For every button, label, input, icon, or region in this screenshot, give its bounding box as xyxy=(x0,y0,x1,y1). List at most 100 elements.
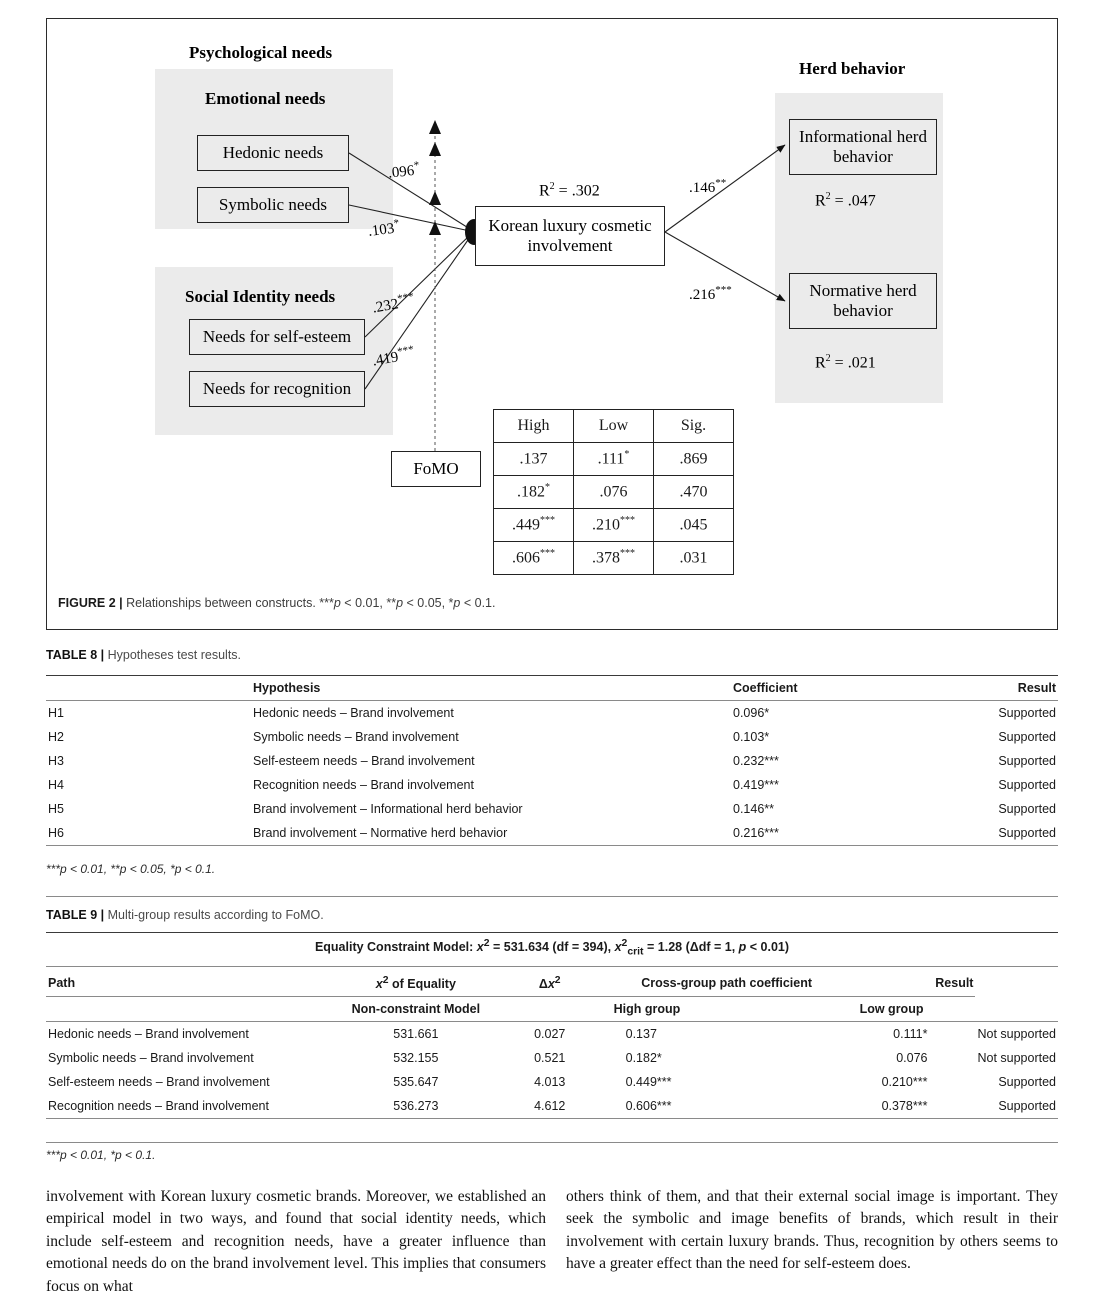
table-9-banner: Equality Constraint Model: x2 = 531.634 … xyxy=(46,938,1058,958)
cell-id: H2 xyxy=(48,730,64,744)
fig-cell-stars: * xyxy=(545,482,550,494)
table-9-banner-rule xyxy=(46,966,1058,967)
group-title-psychological-needs: Psychological needs xyxy=(189,43,333,62)
fig-cell: .378*** xyxy=(573,541,654,575)
cell-coefficient: 0.146** xyxy=(733,802,775,816)
fig-cell-value: .045 xyxy=(679,516,708,534)
figure-inner-table: High Low Sig. .137 .111* .869 .182* .076… xyxy=(493,409,734,575)
body-column-left: involvement with Korean luxury cosmetic … xyxy=(46,1188,546,1295)
figure-caption-p1: p xyxy=(333,596,341,610)
cell-result: Supported xyxy=(998,802,1056,816)
chi-label: of Equality xyxy=(388,977,456,992)
fig-table-row: .449*** .210 *** .045 xyxy=(493,508,734,542)
path-stars-recognition: *** xyxy=(396,343,415,359)
figure-diagram: Psychological needs Emotional needs Soci… xyxy=(47,19,1057,629)
th-high-group: High group xyxy=(595,996,858,1022)
banner-sup-1: 2 xyxy=(483,938,490,949)
fig-cell-value: .137 xyxy=(519,450,548,468)
th-result: Result xyxy=(983,675,1058,701)
table-row: Self-esteem needs – Brand involvement 53… xyxy=(46,1070,1058,1094)
cell-result: Supported xyxy=(998,754,1056,768)
table-8-header-row: Hypothesis Coefficient Result xyxy=(46,675,1058,701)
fig-cell-value: .869 xyxy=(679,450,708,468)
cell-chi: 536.273 xyxy=(327,1094,504,1120)
th-sub-blank-2 xyxy=(503,996,596,1022)
th-cross-group: Cross-group path coefficient xyxy=(641,976,813,991)
table-9-header-row: Path x2 of Equality Δx2 Cross-group path… xyxy=(46,970,1058,997)
table-row: Symbolic needs – Brand involvement 532.1… xyxy=(46,1046,1058,1070)
table-8: Hypothesis Coefficient Result H1 Hedonic… xyxy=(46,675,1058,846)
fig-cell: .182* xyxy=(493,475,574,509)
cell-result: Supported xyxy=(975,1094,1058,1120)
fig-cell-value: .449 xyxy=(512,516,540,534)
normative-line-1: Normative herd xyxy=(809,281,917,301)
group-title-emotional-needs: Emotional needs xyxy=(205,89,326,108)
table-9-label: TABLE 9 xyxy=(46,908,98,922)
table-9-subheader-row: Non-constraint Model High group Low grou… xyxy=(46,996,1058,1022)
figure-caption-p3: p xyxy=(453,596,461,610)
cell-path: Symbolic needs – Brand involvement xyxy=(48,1051,254,1066)
node-informational-herd-behavior[interactable]: Informational herd behavior xyxy=(789,119,937,175)
path-label-informational: .146** xyxy=(689,177,726,197)
th-coefficient: Coefficient xyxy=(731,675,983,701)
informational-line-2: behavior xyxy=(833,147,893,166)
cell-id: H5 xyxy=(48,802,64,816)
th-delta-chi: Δx2 xyxy=(504,970,596,997)
node-needs-for-recognition[interactable]: Needs for recognition xyxy=(189,371,365,407)
cell-result: Supported xyxy=(983,821,1058,846)
node-normative-herd-behavior[interactable]: Normative herd behavior xyxy=(789,273,937,329)
path-label-symbolic: .103* xyxy=(367,217,401,241)
fig-cell-value: .378 xyxy=(592,549,620,567)
cell-low: 0.210*** xyxy=(881,1075,928,1090)
fig-cell: .031 xyxy=(653,541,734,575)
table-row: H4 Recognition needs – Brand involvement… xyxy=(46,773,1058,797)
fig-cell: .449*** xyxy=(493,508,574,542)
node-hedonic-needs[interactable]: Hedonic needs xyxy=(197,135,349,171)
table-9-top-rule xyxy=(46,932,1058,933)
r2-value-informational: = .047 xyxy=(830,192,876,210)
node-fomo[interactable]: FoMO xyxy=(391,451,481,487)
fig-cell: .606*** xyxy=(493,541,574,575)
cell-id: H1 xyxy=(46,700,251,725)
node-needs-for-self-esteem[interactable]: Needs for self-esteem xyxy=(189,319,365,355)
path-value-normative: .216 xyxy=(689,287,716,303)
cell-chi: 535.647 xyxy=(393,1075,439,1090)
fig-cell-value: .210 xyxy=(592,516,620,534)
delta-x: x xyxy=(547,977,555,992)
cell-high: 0.182* xyxy=(625,1051,662,1066)
cell-low: 0.111* xyxy=(857,1021,976,1047)
normative-line-2: behavior xyxy=(833,301,893,320)
cell-coefficient: 0.103* xyxy=(733,730,770,744)
fig-cell-stars: *** xyxy=(540,515,555,527)
table-9-sep: | xyxy=(97,908,108,922)
banner-chi-2: x xyxy=(614,940,622,955)
path-label-hedonic: .096* xyxy=(387,159,421,182)
fig-cell-stars: *** xyxy=(540,548,555,560)
cell-id: H3 xyxy=(48,754,64,768)
banner-sup-2: 2 xyxy=(621,938,628,949)
cell-chi: 531.661 xyxy=(327,1021,504,1047)
fig-cell-value: .470 xyxy=(679,483,708,501)
path-stars-informational: ** xyxy=(715,177,727,189)
fig-table-col-low: Low xyxy=(573,409,654,443)
node-korean-luxury-cosmetic-involvement[interactable]: Korean luxury cosmetic involvement xyxy=(475,206,665,266)
cell-delta: 4.013 xyxy=(534,1075,566,1090)
path-stars-normative: *** xyxy=(715,284,732,296)
cell-id: H6 xyxy=(46,821,251,846)
node-symbolic-needs[interactable]: Symbolic needs xyxy=(197,187,349,223)
cell-hypothesis: Brand involvement – Informational herd b… xyxy=(253,802,523,816)
fig-cell-value: .606 xyxy=(512,549,540,567)
fig-table-row: .182* .076 .470 xyxy=(493,475,734,509)
banner-crit: crit xyxy=(627,946,644,958)
cell-hypothesis: Brand involvement – Normative herd behav… xyxy=(251,821,731,846)
fig-table-row: .606*** .378*** .031 xyxy=(493,541,734,575)
chi-sup: 2 xyxy=(382,975,389,986)
cell-path: Self-esteem needs – Brand involvement xyxy=(48,1075,270,1090)
table-9-caption: TABLE 9 | Multi-group results according … xyxy=(46,908,324,922)
cell-hypothesis: Recognition needs – Brand involvement xyxy=(253,778,474,792)
path-stars-hedonic: * xyxy=(413,159,420,172)
table-8-sep: | xyxy=(97,648,108,662)
chi-x: x xyxy=(375,977,383,992)
table-8-title: Hypotheses test results. xyxy=(107,648,242,662)
